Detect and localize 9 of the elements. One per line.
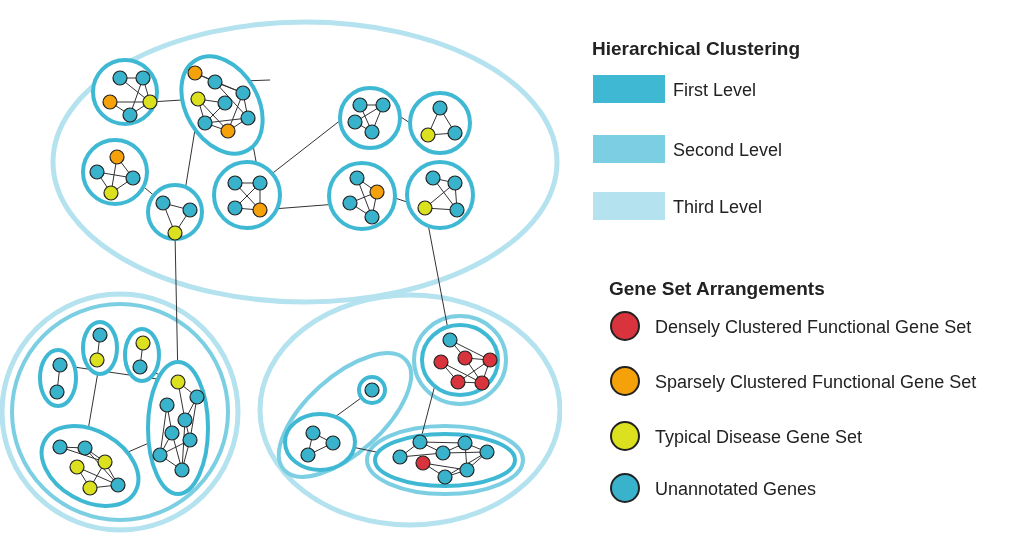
legend-label: Sparsely Clustered Functional Gene Set [655, 371, 977, 394]
legend-heading: Gene Set Arrangements [609, 277, 825, 301]
legend-label: First Level [673, 79, 757, 102]
legend-heading: Hierarchical Clustering [592, 37, 801, 61]
legend-label: Third Level [673, 196, 763, 219]
legend-label: Second Level [673, 139, 783, 162]
legend-label: Unannotated Genes [655, 478, 817, 501]
legend-label: Typical Disease Gene Set [655, 426, 863, 449]
legend-label: Densely Clustered Functional Gene Set [655, 316, 972, 339]
